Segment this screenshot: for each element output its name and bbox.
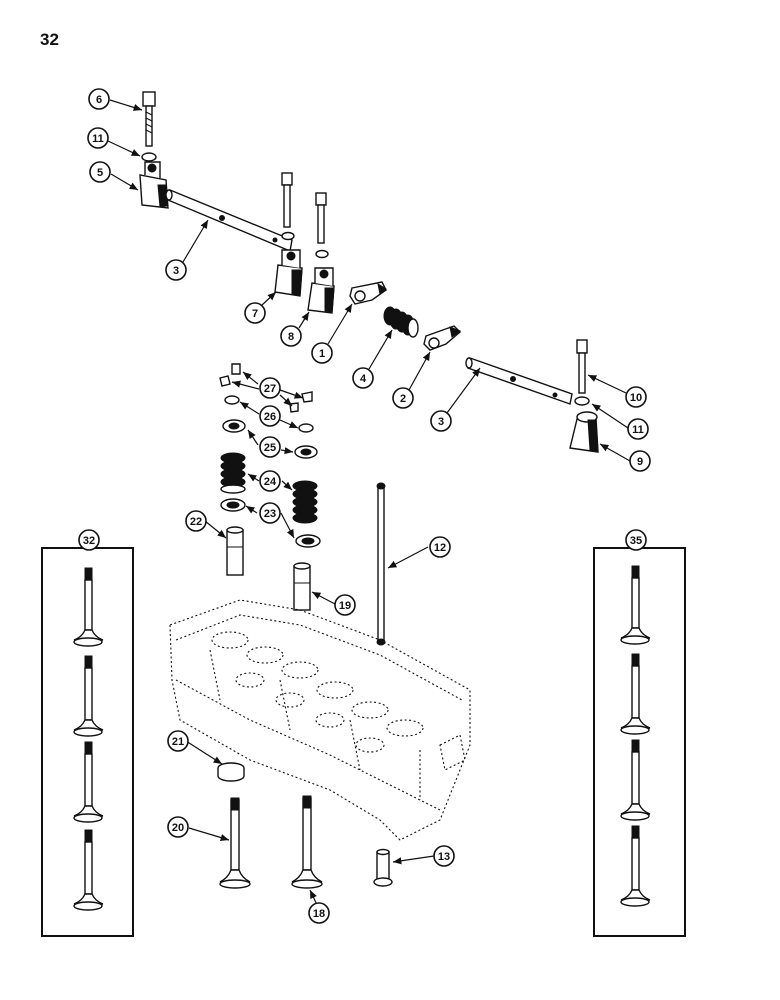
callout-26: 26 [259, 405, 281, 427]
valve-seat-insert-part-21 [217, 762, 245, 782]
svg-text:26: 26 [264, 411, 276, 423]
callout-6: 6 [88, 88, 110, 110]
rocker-arm-part-1 [349, 281, 387, 305]
svg-text:22: 22 [190, 516, 202, 528]
bolt-part-8 [315, 192, 329, 259]
callout-35: 35 [625, 529, 647, 551]
bolt-part-6 [142, 91, 156, 147]
bracket-part-8 [307, 267, 335, 314]
svg-text:11: 11 [92, 133, 104, 145]
callout-18: 18 [308, 902, 330, 924]
valve-part-18 [291, 795, 323, 889]
callout-23: 23 [259, 502, 281, 524]
valve-guide-part-19 [293, 562, 311, 611]
keepers-part-27 [219, 363, 313, 413]
callout-11-left: 11 [87, 127, 109, 149]
callout-12: 12 [429, 536, 451, 558]
bolt-part-10 [576, 339, 588, 394]
svg-text:24: 24 [264, 476, 277, 488]
svg-text:5: 5 [97, 167, 103, 179]
svg-text:27: 27 [264, 383, 276, 395]
svg-text:1: 1 [319, 348, 325, 360]
callout-22: 22 [185, 510, 207, 532]
spring-cap-part-25 [222, 419, 318, 459]
rocker-shaft-part-3-right [465, 357, 573, 405]
callout-3-right: 3 [430, 410, 452, 432]
svg-text:9: 9 [637, 456, 643, 468]
valve-guide-part-22 [226, 526, 244, 576]
callout-27: 27 [259, 377, 281, 399]
svg-text:2: 2 [400, 393, 406, 405]
washer-part-11-left [141, 152, 157, 162]
svg-text:25: 25 [264, 442, 276, 454]
svg-text:21: 21 [172, 736, 184, 748]
bolt-part-7 [281, 172, 295, 241]
svg-text:23: 23 [264, 508, 276, 520]
svg-text:6: 6 [96, 94, 102, 106]
push-rod-part-12 [376, 482, 386, 646]
bracket-part-9 [569, 411, 599, 453]
callout-5: 5 [89, 161, 111, 183]
callout-11-right: 11 [627, 418, 649, 440]
rocker-arm-part-2 [423, 325, 462, 351]
spring-seat-part-23 [220, 498, 321, 548]
callout-10: 10 [625, 386, 647, 408]
callout-13: 13 [433, 845, 455, 867]
svg-text:32: 32 [83, 535, 95, 547]
svg-text:8: 8 [288, 331, 294, 343]
callout-19: 19 [334, 594, 356, 616]
svg-text:10: 10 [630, 392, 642, 404]
cylinder-head-outline [169, 599, 471, 841]
valve-lifter-part-13 [373, 848, 393, 887]
callout-9: 9 [629, 450, 651, 472]
valve-part-20 [219, 797, 251, 889]
callout-24: 24 [259, 470, 281, 492]
callout-1: 1 [311, 342, 333, 364]
callout-3-left: 3 [165, 259, 187, 281]
valve-spring-part-24-left [220, 452, 246, 494]
page-number: 32 [40, 30, 59, 49]
kit-35-valves [620, 565, 651, 907]
retainer-part-26-left [224, 395, 240, 405]
svg-text:13: 13 [438, 851, 450, 863]
svg-text:18: 18 [313, 908, 325, 920]
callout-2: 2 [392, 387, 414, 409]
callout-21: 21 [167, 730, 189, 752]
svg-text:35: 35 [630, 535, 642, 547]
svg-text:11: 11 [632, 424, 644, 436]
leader-lines [107, 99, 631, 910]
spacer-spring-part-4 [383, 306, 419, 338]
svg-text:20: 20 [172, 822, 184, 834]
bracket-part-7 [274, 249, 303, 297]
callout-7: 7 [244, 302, 266, 324]
svg-text:12: 12 [434, 542, 446, 554]
svg-text:3: 3 [438, 416, 444, 428]
callout-4: 4 [352, 367, 374, 389]
svg-text:7: 7 [252, 308, 258, 320]
callout-32: 32 [78, 529, 100, 551]
svg-text:19: 19 [339, 600, 351, 612]
callout-25: 25 [259, 436, 281, 458]
callout-8: 8 [280, 325, 302, 347]
bracket-part-5 [139, 161, 169, 209]
svg-text:3: 3 [173, 265, 179, 277]
callout-20: 20 [167, 816, 189, 838]
washer-part-11-right [574, 396, 590, 406]
valve-spring-part-24-right [292, 480, 318, 524]
svg-text:4: 4 [360, 373, 367, 385]
rocker-shaft-part-3-left [165, 189, 293, 252]
kit-32-valves [73, 567, 104, 911]
retainer-part-26-right [298, 423, 314, 433]
